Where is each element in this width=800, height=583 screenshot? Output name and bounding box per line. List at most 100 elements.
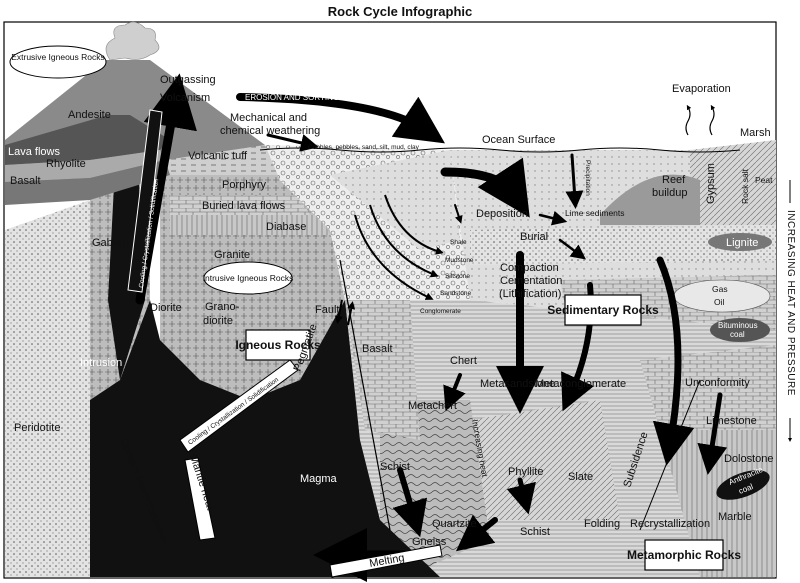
basalt-left-layer — [5, 160, 170, 205]
label-fault: Fault — [315, 304, 339, 316]
label-marble: Marble — [718, 511, 752, 523]
subsidence-arrow — [652, 256, 695, 466]
label-bituminous-1: Bituminous — [718, 321, 758, 330]
label-phyllite: Phyllite — [508, 466, 543, 478]
magma-body — [90, 300, 440, 577]
label-cementation: Cementation — [500, 275, 562, 287]
label-slate: Slate — [568, 471, 593, 483]
label-granodiorite-1: Grano- — [205, 301, 240, 313]
label-sediments: Cobbles, pebbles, sand, silt, mud, clay — [308, 144, 420, 151]
label-ocean-surface: Ocean Surface — [482, 134, 555, 146]
basalt-mid-zone — [345, 300, 420, 440]
extrusive-oval — [9, 45, 107, 79]
label-andesite: Andesite — [68, 109, 111, 121]
label-compaction: Compaction — [500, 262, 559, 274]
label-gas: Gas — [712, 284, 728, 294]
phyllite-arrow — [506, 477, 536, 515]
label-granodiorite-2: diorite — [203, 315, 233, 327]
label-mudstone: Mudstone — [445, 257, 474, 264]
label-weathering-2: chemical weathering — [220, 125, 320, 137]
lignite-lens — [708, 233, 772, 251]
label-deposition: Deposition — [476, 208, 528, 220]
metamorphic-box — [644, 539, 724, 571]
page-title: Rock Cycle Infographic — [327, 4, 473, 19]
label-schist-right: Schist — [520, 526, 550, 538]
melting-band — [329, 544, 443, 578]
lava-flows-layer — [5, 115, 170, 165]
label-conglomerate: Conglomerate — [420, 308, 461, 315]
slate-zone — [470, 400, 620, 520]
label-peat: Peat — [755, 175, 773, 185]
label-unconformity: Unconformity — [685, 377, 750, 389]
label-lignite: Lignite — [726, 237, 758, 249]
label-diorite: Diorite — [150, 302, 182, 314]
evaporation-arrow-1 — [685, 104, 692, 136]
label-gypsum: Gypsum — [705, 163, 717, 204]
sort-arrow-2 — [369, 204, 439, 278]
label-weathering-1: Mechanical and — [230, 112, 307, 124]
shale-arrow — [454, 204, 463, 224]
label-diabase: Diabase — [266, 221, 306, 233]
intrusive-oval — [203, 261, 293, 295]
schist-arrow — [392, 467, 428, 538]
label-gabbro: Gabbro — [92, 237, 129, 249]
label-outgassing: Outgassing — [160, 74, 216, 86]
dolostone-arrow — [697, 392, 728, 475]
sedimentary-box — [564, 294, 642, 326]
metamorphic-label: Metamorphic Rocks — [627, 548, 741, 562]
sort-arrow-1 — [384, 194, 444, 255]
cooling-band-2 — [179, 359, 299, 453]
rise-arrow — [135, 73, 197, 305]
label-porphyry: Porphyry — [222, 179, 267, 191]
label-sandstone: Sandstone — [440, 290, 471, 297]
intrusive-label: Intrusive Igneous Rocks — [203, 273, 294, 283]
side-label: INCREASING HEAT AND PRESSURE — [785, 210, 796, 396]
label-lime-sediments: Lime sediments — [565, 208, 625, 218]
label-metaconglomerate: Metaconglomerate — [535, 378, 626, 390]
weathering-arrow — [266, 133, 319, 152]
sedimentary-label: Sedimentary Rocks — [547, 303, 659, 317]
cooling-band-1 — [127, 109, 163, 293]
label-volcanism: Volcanism — [160, 92, 210, 104]
mantle-heat-band — [184, 457, 216, 541]
reef-mound — [600, 174, 700, 225]
label-intrusion: Intrusion — [80, 357, 122, 369]
sorted-sediments — [330, 150, 460, 250]
label-reef: Reef — [662, 174, 686, 186]
evaporation-arrow-2 — [709, 104, 716, 136]
buried-lava-layer — [170, 195, 310, 215]
label-limestone: Limestone — [706, 415, 757, 427]
label-siltstone: Siltstone — [445, 273, 470, 280]
label-shale: Shale — [450, 239, 467, 246]
label-chert: Chert — [450, 355, 477, 367]
anthracite-lens — [716, 470, 770, 500]
label-marsh: Marsh — [740, 127, 771, 139]
sort-arrow-3 — [354, 214, 434, 300]
label-lava-flows: Lava flows — [8, 146, 60, 158]
label-lithification: (Lithification) — [499, 288, 561, 300]
igneous-box — [245, 329, 311, 361]
label-dolostone: Dolostone — [724, 453, 774, 465]
label-magma: Magma — [300, 473, 338, 485]
lignite-layer — [470, 225, 776, 265]
ocean-surface-line — [259, 147, 741, 153]
peridotite-zone — [5, 200, 90, 577]
burial-arrow — [558, 238, 586, 260]
schist-gneiss-arrow — [455, 514, 498, 552]
diabase-layer — [170, 215, 330, 235]
label-gneiss: Gneiss — [412, 536, 447, 548]
porphyry-layer — [165, 145, 285, 175]
deposition-arrow — [440, 157, 530, 218]
label-schist-left: Schist — [380, 461, 410, 473]
label-bituminous-2: coal — [730, 330, 745, 339]
smoke-plume — [105, 21, 160, 61]
precipitation-arrow — [565, 153, 584, 209]
label-buildup: buildup — [652, 187, 687, 199]
label-evaporation: Evaporation — [672, 83, 731, 95]
label-erosion: EROSION AND SORTING OF SEDIMENTS — [245, 93, 401, 102]
lime-arrow — [538, 210, 568, 226]
rhyolite-layer — [5, 150, 165, 182]
chert-arrow — [443, 373, 466, 412]
erosion-arrow — [236, 93, 445, 144]
